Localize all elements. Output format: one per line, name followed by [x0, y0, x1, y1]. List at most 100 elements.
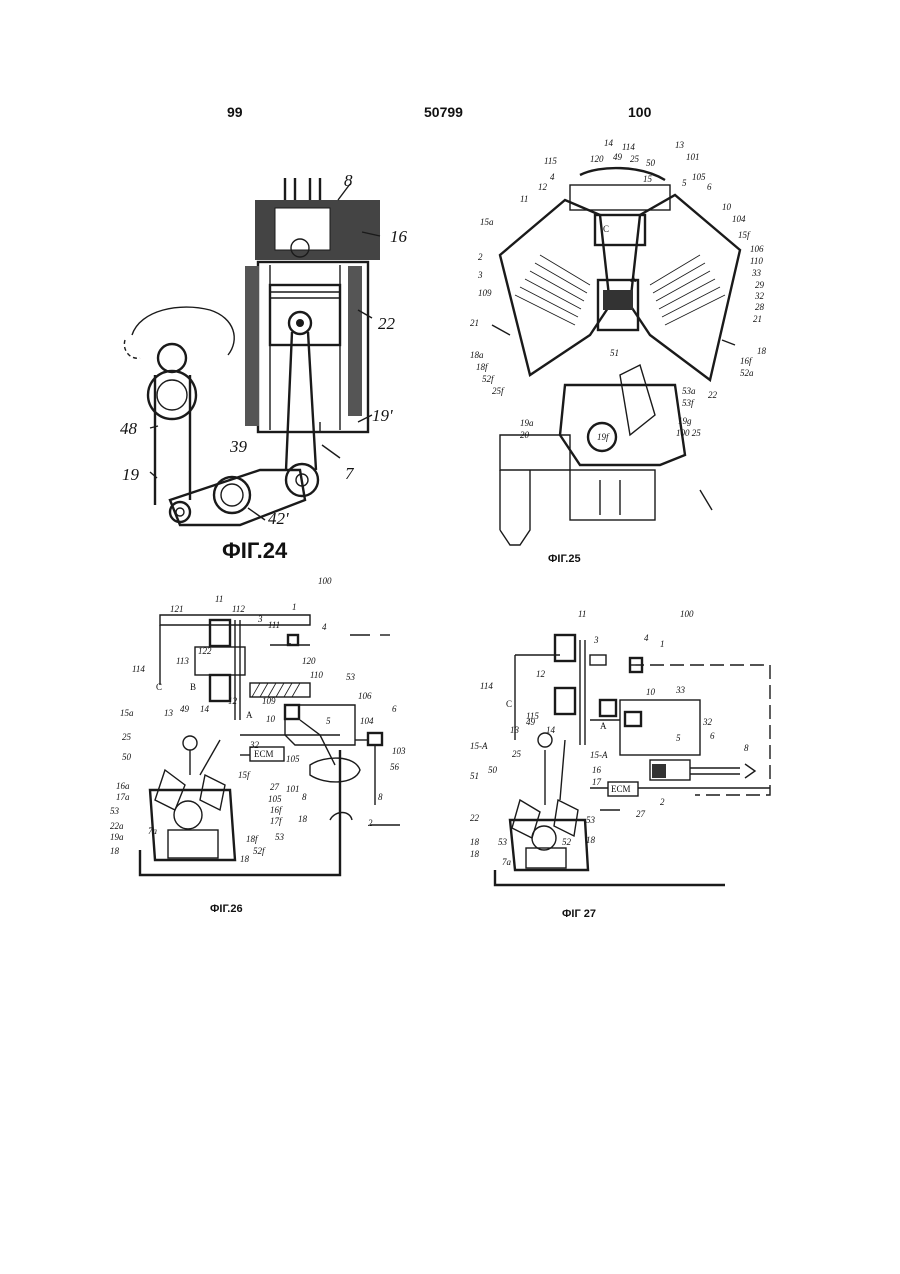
fig27-label-8: 8	[744, 744, 749, 753]
figure-26: 100 121 11 112 3 111 1 4 122 120 114 113…	[110, 575, 430, 920]
fig26-label-15f: 15f	[238, 771, 250, 780]
fig26-label-18-left: 18	[110, 847, 119, 856]
fig24-label-48: 48	[120, 420, 137, 437]
fig27-label-12: 12	[536, 670, 545, 679]
fig26-label-B: B	[190, 683, 196, 692]
fig25-label-25: 25	[630, 155, 639, 164]
fig25-label-19g: 19a	[520, 419, 534, 428]
fig27-label-16: 16	[592, 766, 601, 775]
fig25-label-109: 109	[478, 289, 492, 298]
fig27-label-ECM: ECM	[611, 785, 631, 794]
fig27-label-51: 51	[470, 772, 479, 781]
fig24-caption: ФІГ.24	[222, 538, 287, 564]
fig25-label-25f: 53f	[682, 399, 694, 408]
fig26-label-114: 114	[132, 665, 145, 674]
fig27-label-4: 4	[644, 634, 649, 643]
fig25-label-32: 32	[755, 292, 764, 301]
fig24-label-39: 39	[230, 438, 247, 455]
fig25-label-18f: 16f	[740, 357, 752, 366]
fig25-label-106: 106	[750, 245, 764, 254]
fig26-label-18-bottom: 18	[240, 855, 249, 864]
fig26-label-106: 106	[358, 692, 372, 701]
fig27-label-32: 32	[703, 718, 712, 727]
fig25-label-29: 29	[755, 281, 764, 290]
fig26-caption: ФІГ.26	[210, 903, 243, 915]
fig26-label-17f: 17f	[270, 817, 282, 826]
fig25-label-18-right: 18	[757, 347, 766, 356]
fig25-label-110: 110	[750, 257, 763, 266]
fig27-label-50: 50	[488, 766, 497, 775]
fig25-label-18a: 18f	[476, 363, 488, 372]
fig26-label-6: 6	[392, 705, 397, 714]
fig25-label-15a: 15	[643, 175, 652, 184]
fig26-label-5: 5	[326, 717, 331, 726]
fig25-label-50: 50	[646, 159, 655, 168]
fig27-label-14: 14	[546, 726, 555, 735]
fig27-label-49: 49	[526, 718, 535, 727]
fig27-label-6: 6	[710, 732, 715, 741]
fig27-label-5: 5	[676, 734, 681, 743]
fig26-label-11: 11	[215, 595, 223, 604]
fig25-label-A: A	[630, 275, 637, 284]
fig25-label-21-left: 21	[470, 319, 479, 328]
fig25-label-22: 19g	[678, 417, 692, 426]
fig25-label-14: 14	[604, 139, 613, 148]
fig26-label-10: 10	[266, 715, 275, 724]
fig26-label-120: 120	[302, 657, 316, 666]
fig27-label-15-A-left: 15-A	[470, 742, 488, 751]
fig26-label-53-mid: 53	[275, 833, 284, 842]
fig24-label-22: 22	[378, 315, 395, 332]
fig25-label-21-right: 21	[753, 315, 762, 324]
fig25-label-5: 5	[682, 179, 687, 188]
fig25-label-51: 51	[610, 349, 619, 358]
fig26-label-8b: 8	[378, 793, 383, 802]
fig27-label-1: 1	[660, 640, 665, 649]
fig25-label-18-left: 18a	[470, 351, 484, 360]
fig24-label-16: 16	[390, 228, 407, 245]
fig25-label-19f: 100 25	[676, 429, 701, 438]
fig26-label-111: 111	[268, 621, 280, 630]
fig27-label-11: 11	[578, 610, 586, 619]
fig27-label-52: 52	[562, 838, 571, 847]
fig25-label-15a-side: 15a	[480, 218, 494, 227]
fig26-label-105b: 105	[268, 795, 282, 804]
fig25-label-16f: 52a	[740, 369, 754, 378]
fig27-label-17: 17	[592, 778, 601, 787]
fig27-label-53-left: 53	[498, 838, 507, 847]
fig26-label-110: 110	[310, 671, 323, 680]
fig26-label-50: 50	[122, 753, 131, 762]
fig27-label-33: 33	[676, 686, 685, 695]
fig24-label-19: 19	[122, 466, 139, 483]
fig25-label-28: 28	[755, 303, 764, 312]
fig27-label-18-bottom: 18	[470, 850, 479, 859]
fig26-label-14: 14	[200, 705, 209, 714]
fig26-label-ECM: ECM	[254, 750, 274, 759]
fig27-label-100: 100	[680, 610, 694, 619]
document-number: 50799	[424, 104, 463, 120]
fig26-label-53-left: 53	[110, 807, 119, 816]
fig27-label-53-right: 53	[586, 816, 595, 825]
page-number-left: 99	[227, 104, 243, 120]
fig27-label-13: 13	[510, 726, 519, 735]
figure-25: 14 114 13 115 120 49 25 50 101 4 15 105 …	[470, 135, 770, 570]
fig26-label-4: 4	[322, 623, 327, 632]
fig26-label-103: 103	[392, 747, 406, 756]
fig26-label-A: A	[246, 711, 253, 720]
fig26-label-2: 2	[368, 819, 373, 828]
fig26-label-53: 53	[346, 673, 355, 682]
fig24-label-7: 7	[345, 465, 354, 482]
fig26-label-8a: 8	[302, 793, 307, 802]
fig27-label-114: 114	[480, 682, 493, 691]
figure-24: 8 16 22 19' 48 39 7 19 42' ФІГ.24	[110, 170, 440, 570]
figure-27-drawing	[470, 600, 790, 920]
fig26-label-49: 49	[180, 705, 189, 714]
fig25-label-105: 105	[692, 173, 706, 182]
fig27-label-18-left: 18	[470, 838, 479, 847]
fig25-label-53f: 22	[708, 391, 717, 400]
fig25-label-15f: 15f	[738, 231, 750, 240]
fig26-label-100: 100	[318, 577, 332, 586]
fig25-label-19a: 20	[520, 431, 529, 440]
fig26-label-112: 112	[232, 605, 245, 614]
fig25-label-52a: 52f	[482, 375, 494, 384]
fig27-label-10: 10	[646, 688, 655, 697]
